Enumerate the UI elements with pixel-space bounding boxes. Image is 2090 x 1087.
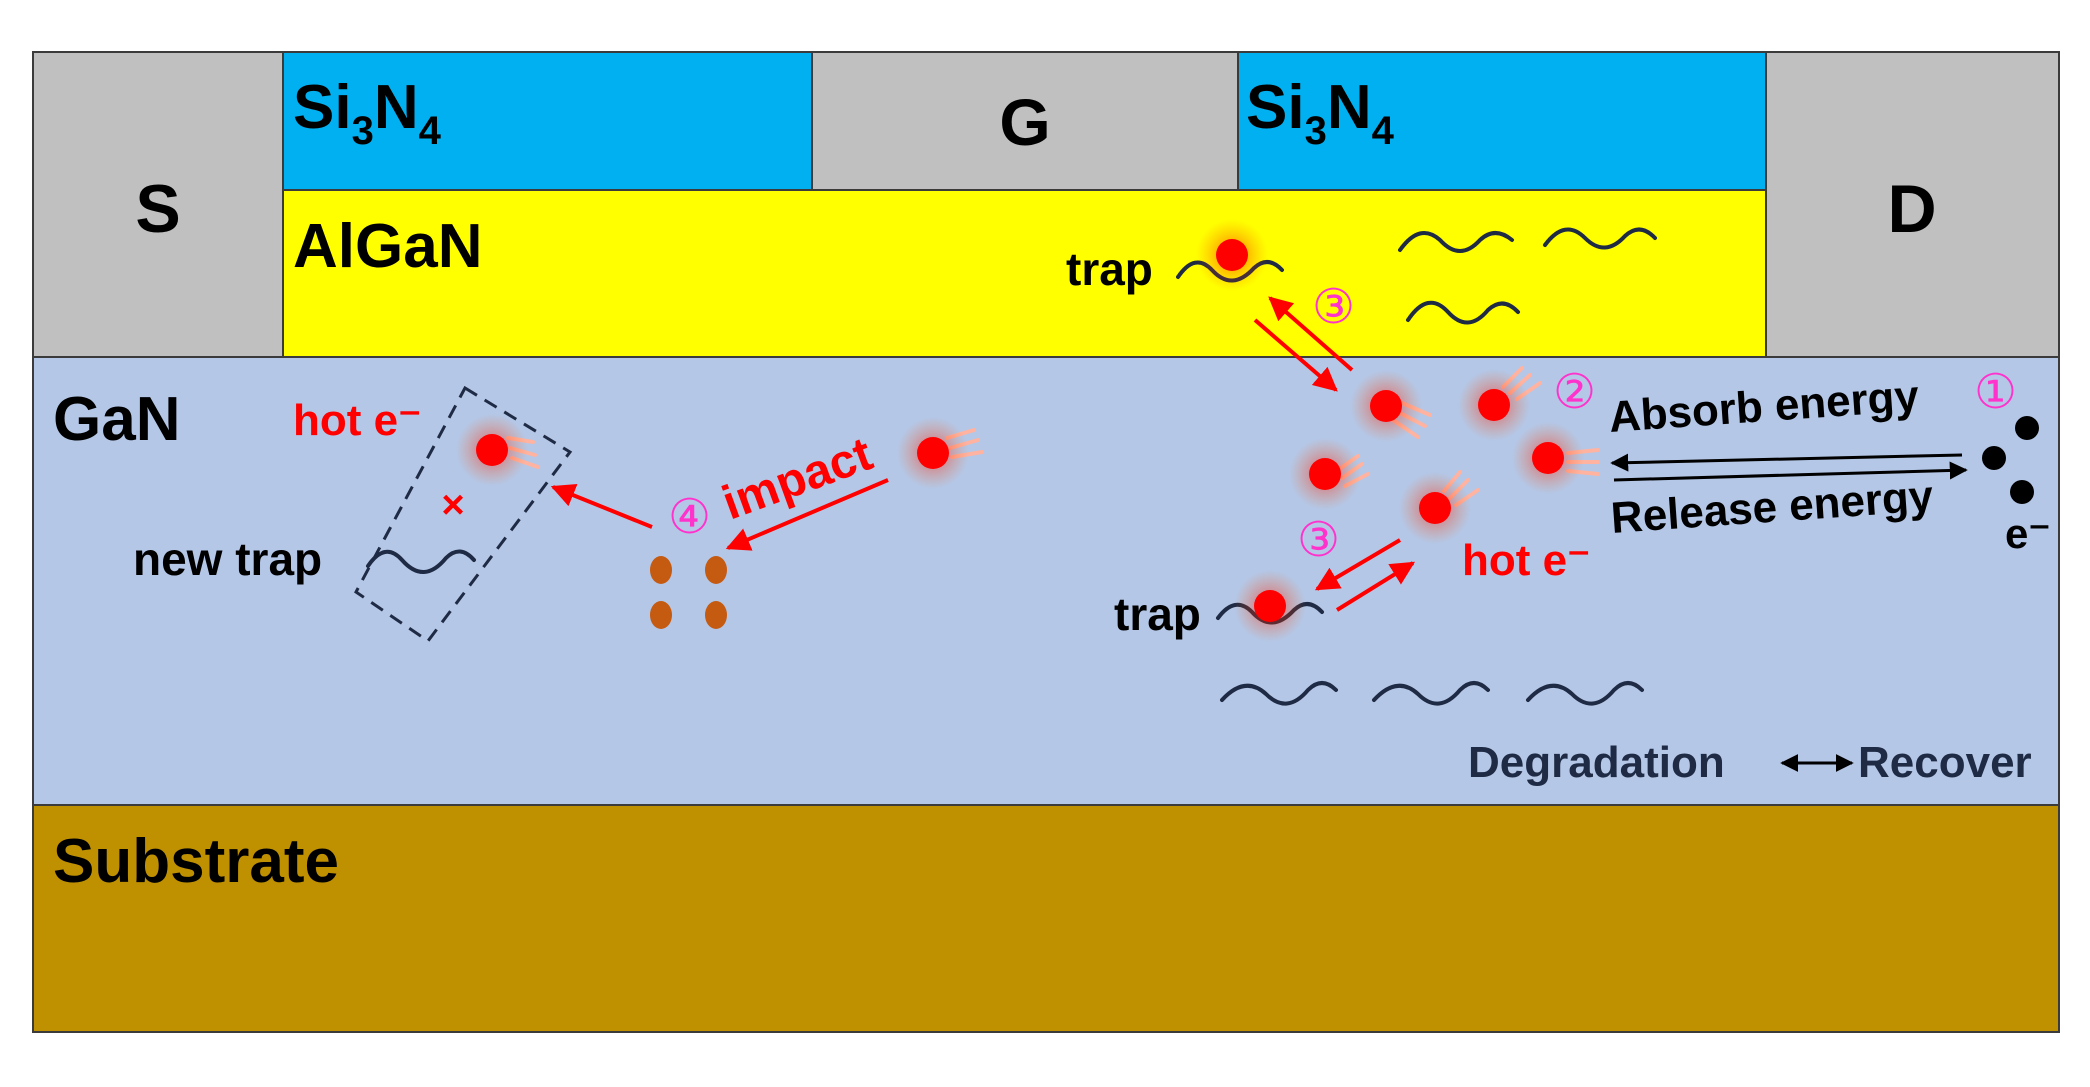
cold-electrons	[1982, 416, 2039, 504]
trap-wave-icon	[1372, 681, 1490, 706]
trap-wave-icon	[1220, 681, 1338, 706]
atom-icon	[705, 556, 727, 584]
algan-layer	[282, 189, 1767, 358]
si3n4-right-layer	[1237, 51, 1767, 191]
hot-e-left-label: hot e⁻	[293, 396, 421, 445]
trap-wave-icon	[1406, 300, 1520, 325]
trap-top-capture-arrow	[1253, 318, 1338, 392]
hot-electron-icon	[1419, 492, 1451, 524]
drain-label: D	[1887, 171, 1936, 247]
step-1-label: ①	[1974, 366, 2017, 419]
hot-electron-icon	[1216, 239, 1248, 271]
step-3b-label: ③	[1297, 514, 1340, 567]
source-label: S	[135, 171, 180, 247]
absorb-arrow	[1610, 453, 1963, 472]
si3n4-left-layer	[282, 51, 813, 191]
substrate-layer	[32, 804, 2060, 1033]
gan-label: GaN	[53, 385, 180, 454]
electron-icon	[2015, 416, 2039, 440]
hot-electron-icon	[1370, 390, 1402, 422]
trap-label-top: trap	[1066, 243, 1153, 295]
algan-label: AlGaN	[293, 212, 482, 281]
trap-label-bottom: trap	[1114, 588, 1201, 640]
atom-icon	[650, 601, 672, 629]
new-trap-label: new trap	[133, 533, 322, 585]
degradation-label: Degradation	[1468, 738, 1725, 787]
lattice-atoms	[650, 556, 727, 629]
atom-icon	[705, 601, 727, 629]
hot-electron-icon	[1254, 590, 1286, 622]
gate-label: G	[999, 85, 1050, 159]
si3n4-right-label: Si3N4	[1246, 73, 1395, 153]
hot-electrons	[456, 219, 1600, 642]
gate-contact	[811, 51, 1239, 191]
electron-icon	[1982, 446, 2006, 470]
drain-contact	[1765, 51, 2060, 358]
trap-bottom-capture-arrow	[1314, 538, 1402, 591]
atom-icon	[650, 556, 672, 584]
trap-wave-icon	[1543, 227, 1657, 250]
impact-arrow	[725, 478, 889, 551]
new-trap-box	[354, 385, 573, 644]
trap-bottom-release-arrow	[1335, 561, 1416, 612]
hot-electron-icon	[1532, 442, 1564, 474]
hot-electron-icon	[1309, 458, 1341, 490]
trap-wave-icon	[1398, 230, 1514, 253]
trap-wave-icon	[366, 549, 476, 574]
gan-layer	[32, 356, 2060, 806]
hot-electron-icon	[476, 434, 508, 466]
energy-arrows	[1610, 453, 1968, 772]
hot-electron-icon	[917, 437, 949, 469]
trap-wave-icon	[1526, 681, 1644, 706]
hot-electron-icon	[1478, 389, 1510, 421]
trap-top-release-arrow	[1268, 296, 1354, 372]
electron-label: e⁻	[2005, 510, 2051, 557]
red-arrows	[550, 296, 1416, 612]
step-3a-label: ③	[1312, 281, 1355, 334]
cross-mark: ×	[441, 483, 464, 527]
substrate-label: Substrate	[53, 827, 339, 896]
scatter-arrow	[550, 483, 653, 529]
release-arrow	[1613, 461, 1968, 482]
source-contact	[32, 51, 284, 358]
step-4-label: ④	[668, 491, 711, 544]
step-2-label: ②	[1553, 366, 1596, 419]
hot-e-right-label: hot e⁻	[1462, 536, 1590, 585]
layer-stack	[32, 51, 2060, 1033]
recover-label: Recover	[1858, 738, 2032, 787]
electron-icon	[2010, 480, 2034, 504]
si3n4-left-label: Si3N4	[293, 73, 442, 153]
